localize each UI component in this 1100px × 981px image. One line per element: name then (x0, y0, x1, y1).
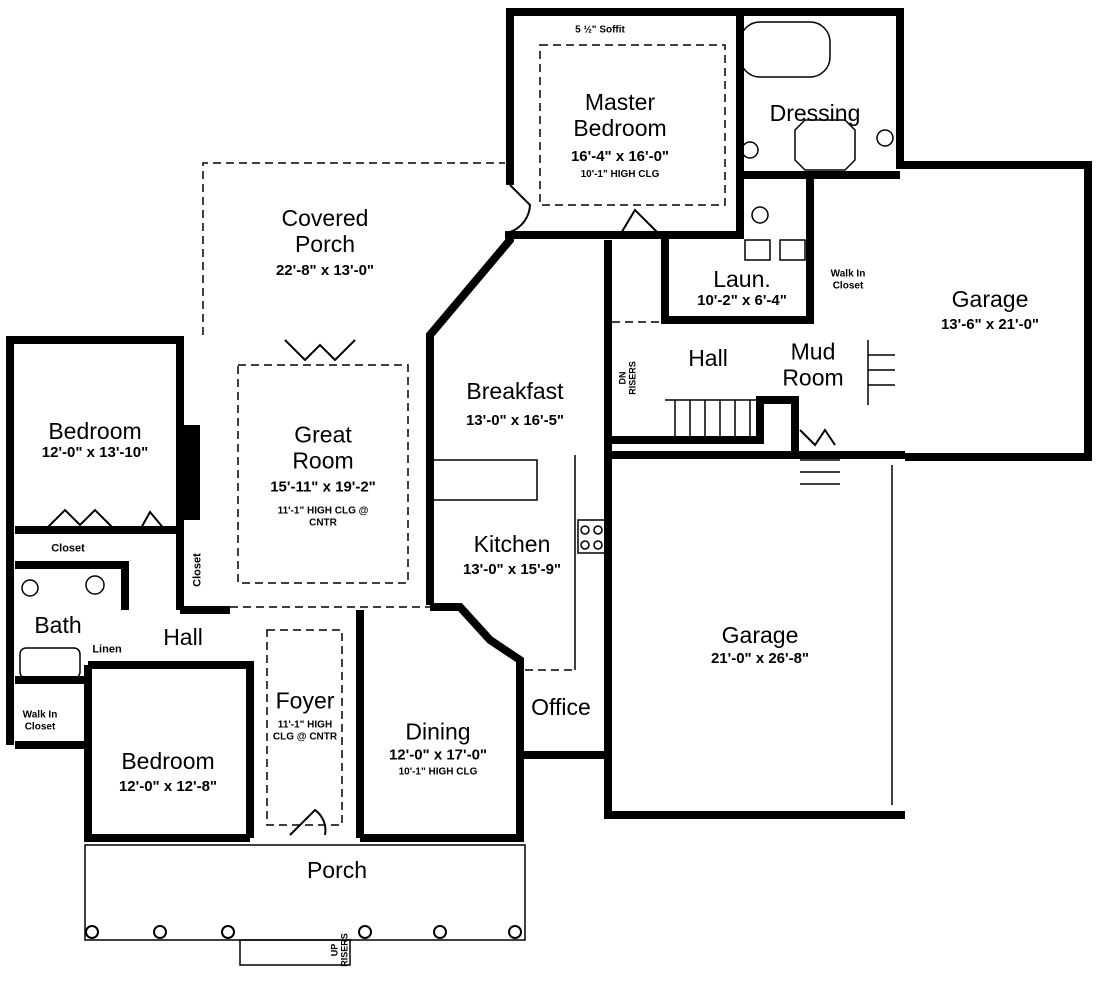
ceiling-note-line-1: 11'-1" HIGH (277, 719, 333, 731)
ceiling-note-line-2: CNTR (309, 517, 337, 529)
room-label-linen: Linen (92, 643, 122, 656)
stair-dn: DN (617, 371, 628, 385)
room-dimensions: 21'-0" x 26'-8" (710, 650, 810, 668)
room-label-kitchen: Kitchen 13'-0" x 15'-9" (463, 531, 561, 579)
room-name-line-1: Covered (281, 204, 369, 231)
room-name-line-1: Master (584, 89, 656, 116)
porch-columns (85, 925, 522, 939)
closet-line-2: Closet (24, 721, 56, 732)
room-dimensions: 22'-8" x 13'-0" (275, 261, 375, 279)
room-name: Kitchen (473, 531, 551, 558)
room-label-hall-closet: Closet (191, 553, 204, 587)
stair-risers: RISERS (628, 361, 638, 395)
room-label-garage-small: Garage 13'-6" x 21'-0" (941, 286, 1039, 334)
room-name: Breakfast (466, 378, 564, 405)
room-label-hall-lower: Hall (163, 623, 203, 650)
room-label-bath: Bath (34, 611, 82, 638)
room-name: Bedroom (48, 418, 142, 445)
room-name-line-2: Room (292, 447, 354, 474)
room-name-line-2: Porch (294, 231, 356, 258)
room-label-bedroom-walk-in-closet: Walk In Closet (23, 710, 58, 733)
room-label-garage-large: Garage 21'-0" x 26'-8" (711, 622, 809, 668)
room-label-dressing: Dressing (769, 99, 861, 126)
room-label-office: Office (531, 693, 591, 720)
room-name: Foyer (275, 687, 335, 714)
room-label-bedroom-left: Bedroom 12'-0" x 13'-10" (42, 418, 148, 462)
room-name: Bedroom (121, 748, 215, 775)
fireplace (180, 425, 200, 520)
room-dimensions: 12'-0" x 13'-10" (41, 444, 149, 462)
ceiling-note: 10'-1" HIGH CLG (398, 766, 478, 778)
room-dimensions: 13'-0" x 16'-5" (465, 412, 565, 430)
room-label-master-walk-in-closet: Walk In Closet (831, 269, 866, 292)
room-label-great-room: Great Room 15'-11" x 19'-2" 11'-1" HIGH … (270, 421, 376, 528)
room-dimensions: 13'-6" x 21'-0" (940, 316, 1040, 334)
room-name: Laun. (713, 266, 771, 293)
room-label-covered-porch: Covered Porch 22'-8" x 13'-0" (276, 205, 374, 279)
room-name: Garage (951, 286, 1029, 313)
room-name-line-1: Great (294, 421, 352, 448)
room-name-line-2: Room (782, 365, 844, 391)
exterior-walls (6, 8, 1092, 842)
room-dimensions: 13'-0" x 15'-9" (462, 561, 562, 579)
room-dimensions: 15'-11" x 19'-2" (270, 478, 376, 496)
room-name: Dining (405, 718, 471, 745)
stair-up: UP (329, 943, 340, 957)
doors (44, 184, 836, 836)
closet-line-2: Closet (832, 280, 864, 291)
room-label-mud-room: Mud Room (782, 339, 843, 392)
room-label-laundry: Laun. 10'-2" x 6'-4" (697, 266, 787, 310)
room-name: Garage (721, 622, 799, 649)
room-label-bedroom-closet: Closet (51, 542, 85, 555)
room-label-dining: Dining 12'-0" x 17'-0" 10'-1" HIGH CLG (389, 718, 487, 777)
room-label-master-bedroom: Master Bedroom 16'-4" x 16'-0" 10'-1" HI… (571, 89, 669, 181)
closet-line-1: Walk In (830, 268, 866, 280)
ceiling-note-line-2: CLG @ CNTR (272, 731, 338, 743)
soffit-note: 5 ½" Soffit (575, 24, 625, 36)
ceiling-note-line-1: 11'-1" HIGH CLG @ (277, 505, 369, 517)
room-dimensions: 12'-0" x 12'-8" (118, 778, 218, 796)
room-name-line-1: Mud (790, 338, 836, 365)
room-label-porch: Porch (306, 856, 368, 883)
closet-line-1: Walk In (22, 709, 58, 721)
room-label-breakfast: Breakfast 13'-0" x 16'-5" (466, 378, 564, 430)
room-name-line-2: Bedroom (573, 115, 667, 142)
room-dimensions: 12'-0" x 17'-0" (388, 746, 488, 764)
room-dimensions: 16'-4" x 16'-0" (570, 148, 670, 166)
room-dimensions: 10'-2" x 6'-4" (697, 292, 787, 310)
stair-risers: RISERS (340, 933, 350, 967)
thin-lines (19, 21, 895, 966)
stair-up-label: UP RISERS (330, 933, 351, 967)
room-label-foyer: Foyer 11'-1" HIGH CLG @ CNTR (273, 687, 337, 742)
room-label-bedroom-lower: Bedroom 12'-0" x 12'-8" (119, 748, 217, 796)
stair-down-label: DN RISERS (618, 361, 639, 395)
ceiling-note: 10'-1" HIGH CLG (580, 169, 660, 181)
room-label-hall-upper: Hall (688, 344, 728, 371)
